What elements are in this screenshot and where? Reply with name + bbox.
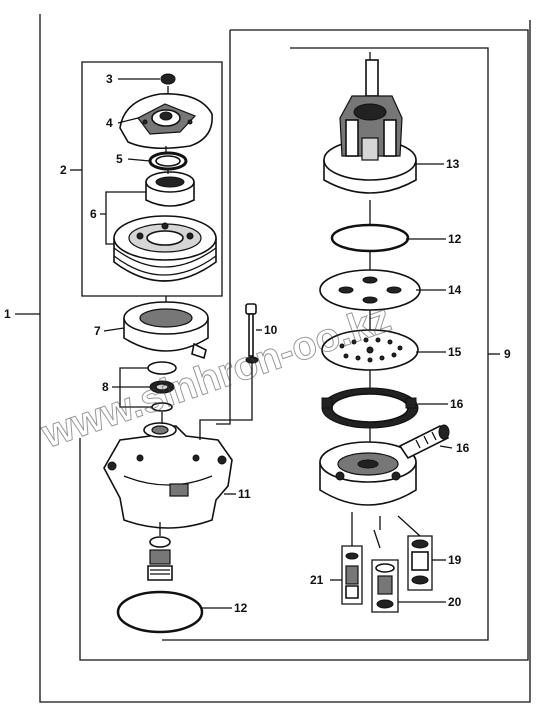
watermark: www.sinhron-oo.kz (35, 296, 397, 458)
part-19-fitting (407, 535, 433, 591)
part-6-bearing (145, 171, 195, 207)
callout-20: 20 (448, 595, 462, 609)
callout-5: 5 (116, 152, 123, 166)
part-relief-valve (398, 424, 450, 460)
leader-lines (15, 52, 500, 609)
part-21-fitting (341, 545, 363, 605)
callout-12-upper: 12 (448, 232, 462, 246)
callout-9: 9 (504, 347, 511, 361)
callout-11: 11 (238, 487, 251, 501)
callout-8: 8 (102, 380, 109, 394)
part-13-cylinder (323, 59, 417, 194)
part-11-front-housing (103, 422, 233, 529)
callout-labels: 1 2 3 4 5 6 7 8 9 10 11 12 12 13 14 15 1… (4, 72, 511, 615)
part-12-o-ring-upper (330, 223, 410, 253)
part-10-bolt (245, 303, 259, 364)
part-16-rear-housing (319, 441, 417, 506)
part-16-gasket (321, 387, 419, 429)
part-14-valve-plate (319, 269, 421, 311)
part-3-nut (160, 73, 176, 85)
callout-6: 6 (90, 207, 97, 221)
frame-valve-9 (162, 47, 489, 641)
part-20-fitting (371, 529, 399, 613)
part-5-snap-ring (148, 151, 188, 171)
part-shaft-seal (147, 536, 173, 581)
callout-21: 21 (310, 573, 324, 587)
part-12-o-ring-lower (116, 590, 204, 634)
callout-16-housing: 16 (456, 441, 470, 455)
callout-12-lower: 12 (234, 601, 248, 615)
part-4-armature-plate (119, 93, 213, 150)
callout-14: 14 (448, 283, 462, 297)
callout-2: 2 (60, 163, 67, 177)
callout-3: 3 (106, 72, 113, 86)
part-15-reed-plate (321, 329, 419, 371)
callout-4: 4 (106, 116, 113, 130)
frame-inner (79, 29, 529, 661)
callout-16-gasket: 16 (450, 397, 464, 411)
callout-7: 7 (94, 324, 101, 338)
part-7-field-coil (123, 301, 209, 360)
callout-13: 13 (446, 157, 460, 171)
callout-15: 15 (448, 345, 462, 359)
part-8-seal-set (147, 361, 177, 412)
callout-10: 10 (264, 323, 278, 337)
watermark-text: www.sinhron-oo.kz (36, 296, 397, 457)
callout-19: 19 (448, 553, 462, 567)
callout-1: 1 (4, 307, 11, 321)
group-frames (39, 14, 531, 703)
frame-clutch-2 (81, 61, 223, 297)
part-6-pulley (113, 215, 217, 282)
frame-assembly-1 (39, 14, 531, 703)
